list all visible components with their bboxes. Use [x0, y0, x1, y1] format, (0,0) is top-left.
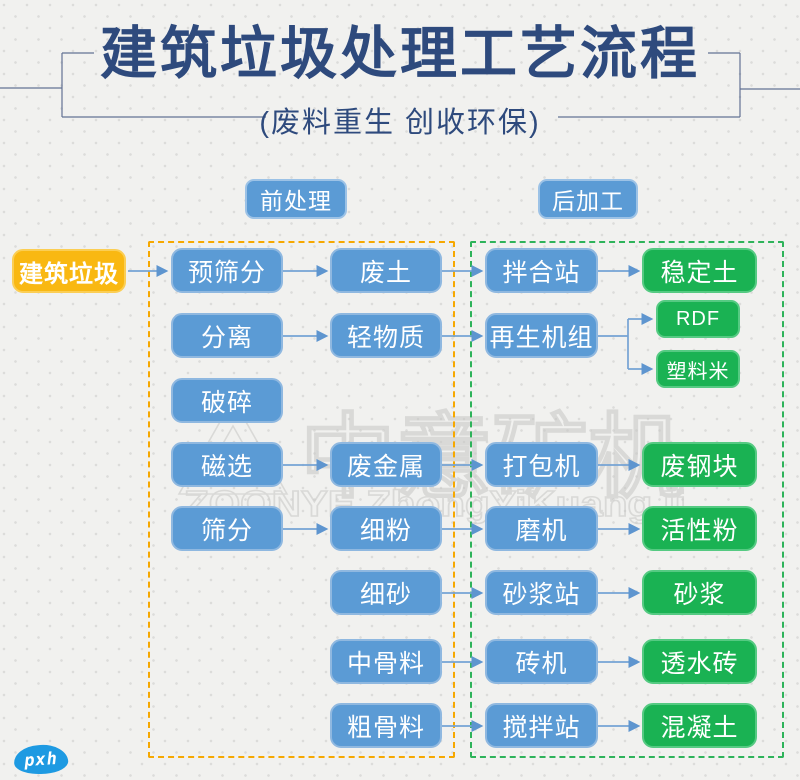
node-baler: 打包机	[485, 442, 598, 487]
section-header-pre-processing: 前处理	[245, 179, 347, 219]
node-concrete: 混凝土	[642, 703, 757, 748]
node-crushing: 破碎	[171, 378, 283, 423]
node-mixing-plant: 拌合站	[485, 248, 598, 293]
node-batching-plant: 搅拌站	[485, 703, 598, 748]
node-scrap-metal: 废金属	[330, 442, 442, 487]
node-waste-soil: 废土	[330, 248, 442, 293]
node-mill: 磨机	[485, 506, 598, 551]
node-recycling-unit: 再生机组	[485, 313, 598, 358]
section-header-post-processing: 后加工	[538, 179, 638, 219]
node-separation: 分离	[171, 313, 283, 358]
node-fine-powder: 细粉	[330, 506, 442, 551]
node-active-powder: 活性粉	[642, 506, 757, 551]
node-fine-sand: 细砂	[330, 570, 442, 615]
node-coarse-aggregate: 粗骨料	[330, 703, 442, 748]
node-screening: 筛分	[171, 506, 283, 551]
page-subtitle: (废料重生 创收环保)	[259, 107, 541, 139]
node-scrap-steel-block: 废钢块	[642, 442, 757, 487]
node-brick-machine: 砖机	[485, 639, 598, 684]
node-permeable-brick: 透水砖	[642, 639, 757, 684]
pre-processing-region-border	[148, 241, 455, 758]
node-pre-screening: 预筛分	[171, 248, 283, 293]
node-mortar: 砂浆	[642, 570, 757, 615]
node-construction-waste: 建筑垃圾	[12, 249, 126, 293]
node-mortar-plant: 砂浆站	[485, 570, 598, 615]
node-rdf: RDF	[656, 300, 740, 338]
node-plastic-pellets: 塑料米	[656, 350, 740, 388]
page-title: 建筑垃圾处理工艺流程	[100, 22, 700, 86]
post-processing-region-border	[470, 241, 784, 758]
node-medium-aggregate: 中骨料	[330, 639, 442, 684]
node-light-materials: 轻物质	[330, 313, 442, 358]
pxh-stamp: pxh	[13, 743, 69, 776]
node-magnetic-separation: 磁选	[171, 442, 283, 487]
node-stabilized-soil: 稳定土	[642, 248, 757, 293]
